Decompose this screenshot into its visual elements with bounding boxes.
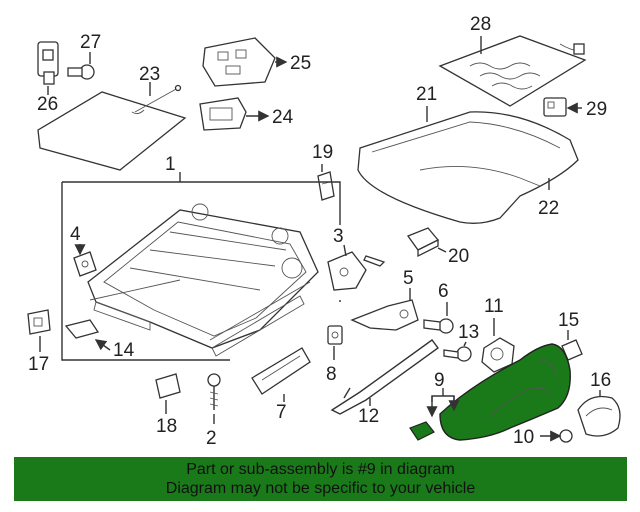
part-5-bracket[interactable]	[350, 299, 419, 331]
callout-17: 17	[28, 354, 49, 375]
callout-21: 21	[416, 84, 437, 105]
part-28-heater-mat[interactable]	[438, 35, 587, 107]
part-20-spacer[interactable]	[406, 227, 440, 258]
part-25-control-module[interactable]	[202, 37, 276, 87]
callout-7: 7	[276, 402, 287, 423]
part-3-motor-assembly[interactable]	[327, 251, 386, 291]
callout-24: 24	[272, 107, 294, 128]
part-6-bolt[interactable]	[423, 318, 454, 334]
callout-19: 19	[312, 142, 333, 163]
notice-banner: Part or sub-assembly is #9 in diagram Di…	[14, 457, 627, 501]
callout-11: 11	[484, 296, 504, 317]
callout-22: 22	[538, 198, 559, 219]
part-13-bolt[interactable]	[443, 346, 472, 362]
part-18-clip[interactable]	[155, 373, 181, 399]
part-29-connector[interactable]	[543, 97, 567, 117]
callout-26: 26	[37, 94, 58, 115]
callout-27: 27	[80, 32, 101, 53]
part-9-side-shield-highlighted[interactable]	[409, 343, 571, 441]
part-17-clip[interactable]	[27, 309, 51, 335]
part-26-bracket[interactable]	[37, 41, 59, 85]
callout-16: 16	[590, 370, 611, 391]
callout-25: 25	[290, 53, 311, 74]
callout-8: 8	[326, 364, 337, 385]
part-19-clip[interactable]	[317, 171, 335, 201]
callout-15: 15	[558, 310, 579, 331]
callout-6: 6	[438, 281, 449, 302]
callout-13: 13	[458, 322, 479, 343]
notice-line-disclaimer: Diagram may not be specific to your vehi…	[165, 480, 476, 497]
part-27-bolt[interactable]	[67, 64, 95, 80]
callout-4: 4	[70, 224, 81, 245]
callout-5: 5	[403, 268, 414, 289]
part-4-motor[interactable]	[73, 251, 97, 277]
callout-18: 18	[156, 416, 177, 437]
part-8-clip[interactable]	[327, 325, 343, 345]
notice-line-part: Part or sub-assembly is #9 in diagram	[186, 461, 455, 478]
part-7-trim-panel[interactable]	[251, 347, 311, 395]
callout-28: 28	[470, 14, 491, 35]
part-14-side-cover[interactable]	[64, 319, 100, 339]
callout-29: 29	[586, 99, 607, 120]
part-24-bracket[interactable]	[199, 97, 247, 131]
callout-2: 2	[206, 428, 217, 449]
callout-12: 12	[358, 406, 379, 427]
callout-10: 10	[513, 427, 534, 448]
part-23-pad-and-wire[interactable]	[37, 84, 187, 171]
callout-20: 20	[448, 246, 469, 267]
exploded-parts-diagram: 1 2 3 4 5 6 7 8 9 10 11 12 13 14 15 16 1…	[27, 14, 621, 449]
part-21-seat-cushion[interactable]	[357, 111, 579, 224]
callout-23: 23	[139, 64, 160, 85]
callout-3: 3	[333, 226, 344, 247]
part-1-seat-frame[interactable]	[61, 181, 341, 361]
part-12-cable[interactable]	[330, 339, 439, 415]
callout-14: 14	[113, 340, 135, 361]
part-16-knob[interactable]	[577, 395, 621, 437]
callout-1: 1	[165, 154, 176, 175]
part-2-screw[interactable]	[207, 373, 221, 410]
callout-9: 9	[434, 370, 445, 391]
